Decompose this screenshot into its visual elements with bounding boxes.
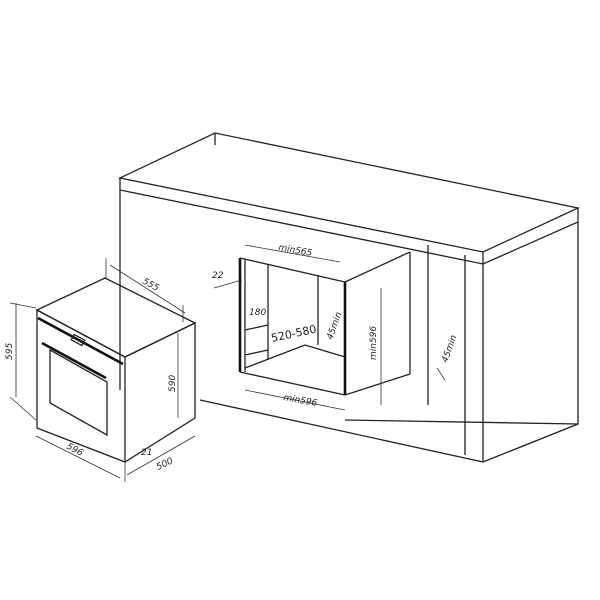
dim-label-180: 180	[249, 308, 266, 318]
oven-door-window	[49, 348, 108, 437]
dim-label-21: 21	[141, 448, 152, 458]
dim-label-596: 596	[65, 442, 85, 459]
oven-top	[35, 277, 197, 358]
countertop-top	[117, 132, 581, 253]
oven-display	[70, 333, 86, 347]
dimension-lines	[9, 244, 446, 482]
dim-label-45min-bottom: 45min	[440, 334, 459, 364]
niche	[238, 251, 411, 396]
dim-label-520-580: 520-580	[270, 323, 318, 345]
dim-label-min596-width: min596	[282, 393, 318, 409]
cabinet	[117, 132, 581, 463]
oven	[35, 277, 197, 463]
dim-label-595: 595	[5, 343, 15, 360]
dim-label-22: 22	[212, 271, 224, 281]
oven-side	[124, 321, 196, 463]
dim-label-min565: min565	[277, 243, 313, 259]
dim-label-590: 590	[168, 375, 178, 392]
oven-handle	[41, 341, 107, 380]
countertop-side	[482, 208, 579, 265]
dim-label-45min-rear: 45min	[325, 311, 344, 341]
dim-label-500: 500	[155, 456, 175, 472]
dim-label-min596-height: min596	[369, 326, 379, 360]
cabinet-bottom-edge	[199, 399, 484, 463]
countertop-front	[119, 178, 484, 265]
